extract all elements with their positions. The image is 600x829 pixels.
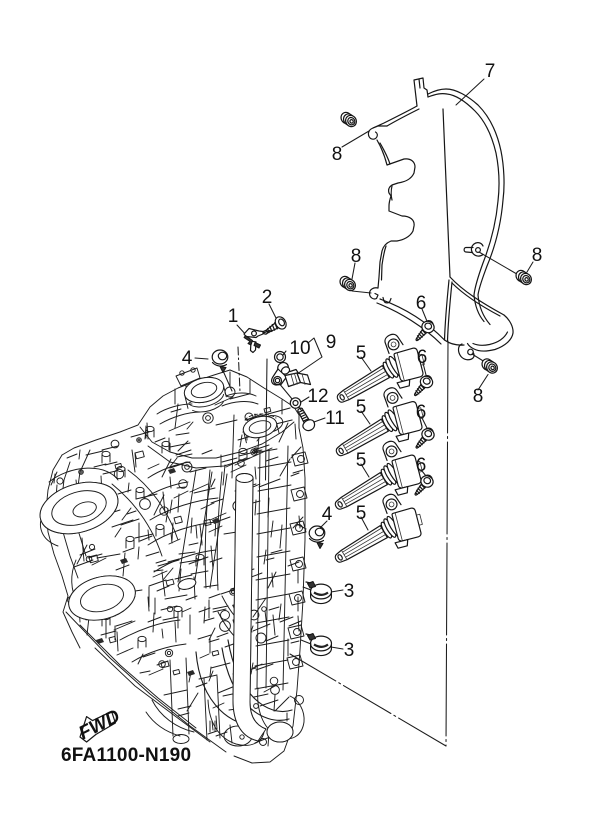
svg-text:6: 6 [417,347,428,368]
svg-text:2: 2 [262,287,273,308]
svg-text:8: 8 [332,144,343,165]
svg-text:9: 9 [326,332,337,353]
svg-text:6: 6 [416,455,427,476]
svg-text:3: 3 [344,640,355,661]
svg-text:12: 12 [307,386,328,407]
svg-text:1: 1 [228,306,239,327]
svg-text:8: 8 [473,386,484,407]
svg-text:6FA1100-N190: 6FA1100-N190 [61,745,191,766]
svg-text:3: 3 [344,581,355,602]
svg-text:11: 11 [325,408,345,429]
svg-text:6: 6 [416,293,427,314]
svg-text:5: 5 [356,450,367,471]
svg-text:5: 5 [356,343,367,364]
svg-text:10: 10 [289,338,310,359]
svg-text:5: 5 [356,397,367,418]
svg-text:8: 8 [532,245,543,266]
svg-text:6: 6 [416,402,427,423]
svg-text:7: 7 [485,61,496,82]
svg-text:4: 4 [182,348,193,369]
svg-text:5: 5 [356,503,367,524]
svg-text:8: 8 [351,246,362,267]
svg-text:4: 4 [322,504,333,525]
